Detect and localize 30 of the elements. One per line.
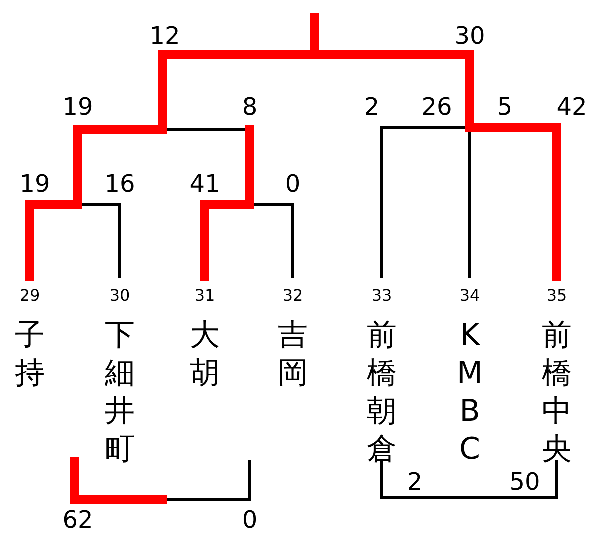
team-name: 子持	[14, 317, 46, 393]
seed-number: 33	[372, 287, 392, 305]
score-label: 41	[190, 172, 220, 196]
score-label: 42	[556, 95, 588, 119]
seed-number: 34	[460, 287, 480, 305]
seed-number: 29	[20, 287, 40, 305]
score-label: 8	[242, 95, 258, 119]
team-name: 下細井町	[104, 317, 136, 469]
score-label: 2	[407, 470, 423, 494]
seed-number: 30	[110, 287, 130, 305]
team-name: 大胡	[189, 317, 221, 393]
score-label: 30	[454, 24, 486, 48]
score-label: 26	[422, 95, 452, 119]
score-label: 19	[20, 172, 50, 196]
score-label: 12	[150, 24, 180, 48]
seed-number: 31	[194, 287, 216, 305]
team-name: 前橋中央	[541, 317, 573, 469]
team-name: 前橋朝倉	[366, 317, 398, 469]
score-label: 2	[364, 95, 380, 119]
score-label: 5	[497, 95, 513, 119]
team-name: KMBC	[456, 317, 484, 469]
team-name: 吉岡	[277, 317, 309, 393]
score-label: 16	[104, 172, 136, 196]
seed-number: 35	[546, 287, 568, 305]
score-label: 50	[510, 470, 540, 494]
score-label: 19	[62, 95, 94, 119]
score-label: 0	[242, 508, 258, 532]
score-label: 0	[285, 172, 301, 196]
score-label: 62	[62, 508, 94, 532]
seed-number: 32	[282, 287, 304, 305]
